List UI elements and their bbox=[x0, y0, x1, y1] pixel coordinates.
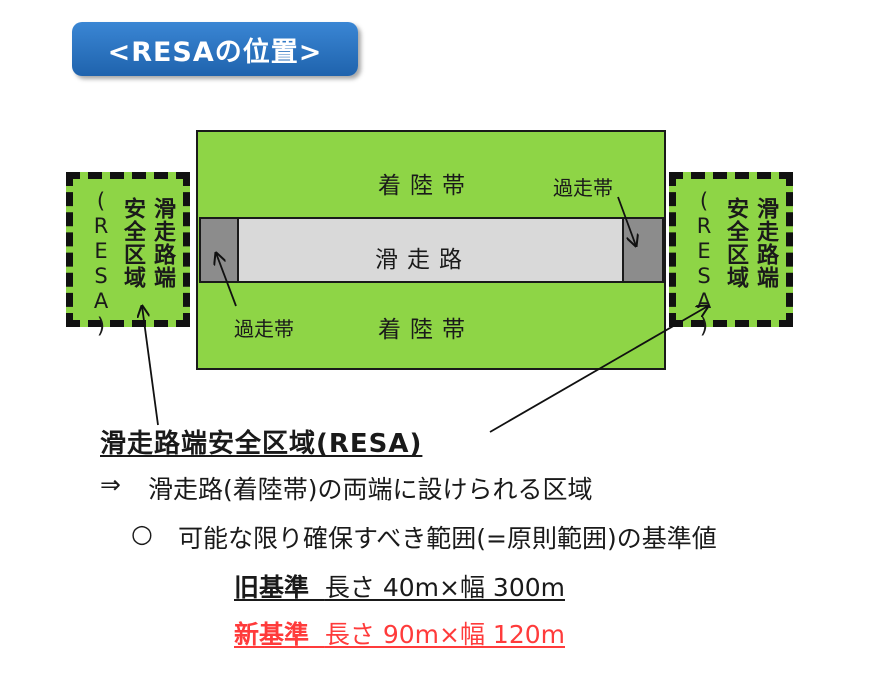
resa-left-pointer bbox=[142, 306, 159, 426]
resa-definition: 滑走路(着陸帯)の両端に設けられる区域 bbox=[148, 475, 593, 504]
runway-label: 滑走路 bbox=[375, 247, 471, 273]
resa-left-label-2: 安全区域 bbox=[120, 197, 145, 289]
new-standard-label: 新基準 bbox=[234, 620, 310, 649]
overrun-label-left: 過走帯 bbox=[234, 317, 294, 341]
resa-left-label-1: 滑走路端 bbox=[150, 197, 175, 289]
page-title: <RESAの位置> bbox=[107, 36, 323, 68]
resa-left-label-3: (RESA) bbox=[89, 189, 113, 339]
new-standard: 新基準 長さ 90m×幅 120m bbox=[234, 615, 565, 651]
old-standard-label: 旧基準 bbox=[234, 573, 310, 602]
overrun-right-pointer bbox=[617, 196, 636, 246]
title-badge: <RESAの位置> bbox=[72, 22, 358, 76]
resa-right-pointer bbox=[489, 306, 708, 433]
runway bbox=[199, 217, 664, 283]
resa-heading: 滑走路端安全区域(RESA) bbox=[100, 429, 423, 459]
arrow-symbol: ⇒ bbox=[100, 470, 121, 499]
resa-left: 滑走路端 安全区域 (RESA) bbox=[66, 172, 190, 339]
landing-strip-label-top: 着陸帯 bbox=[378, 173, 474, 199]
standard-description: 可能な限り確保すべき範囲(=原則範囲)の基準値 bbox=[178, 524, 717, 553]
old-standard: 旧基準 長さ 40m×幅 300m bbox=[234, 568, 565, 604]
landing-strip-label-bottom: 着陸帯 bbox=[378, 317, 474, 343]
bullet-symbol: ○ bbox=[131, 519, 153, 548]
old-standard-value: 長さ 40m×幅 300m bbox=[324, 573, 565, 602]
overrun-label-right: 過走帯 bbox=[553, 176, 613, 200]
overrun-left-pointer bbox=[216, 253, 237, 307]
resa-right-label-1: 滑走路端 bbox=[753, 197, 778, 289]
resa-right-label-2: 安全区域 bbox=[723, 197, 748, 289]
new-standard-value: 長さ 90m×幅 120m bbox=[324, 620, 565, 649]
